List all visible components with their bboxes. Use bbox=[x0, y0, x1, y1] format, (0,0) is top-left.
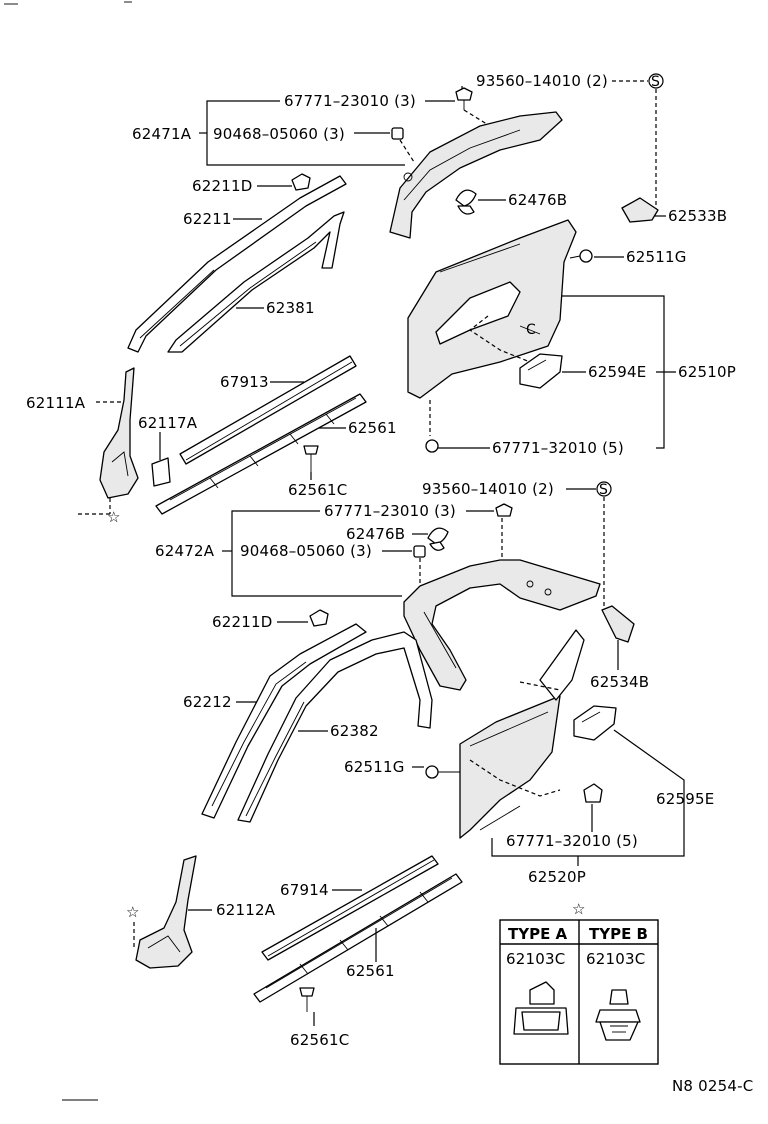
screw-icon-62511G-bot bbox=[425, 765, 460, 779]
label-62211D-bot: 62211D bbox=[212, 613, 272, 631]
label-62594E: 62594E bbox=[588, 363, 646, 381]
label-62382: 62382 bbox=[330, 722, 379, 740]
type-table: TYPE A TYPE B 62103C 62103C bbox=[499, 919, 659, 1065]
weatherstrip-62381 bbox=[167, 211, 345, 353]
pad-62117A bbox=[151, 457, 171, 487]
svg-text:C: C bbox=[526, 322, 536, 338]
screw-icon-62561C-top bbox=[303, 445, 319, 472]
label-62595E: 62595E bbox=[656, 790, 714, 808]
label-67771-23010-bot: 67771–23010 (3) bbox=[324, 502, 456, 520]
circled-s-icon-top: S bbox=[648, 73, 664, 90]
label-67913: 67913 bbox=[220, 373, 269, 391]
nut-icon-90468-bot bbox=[413, 545, 426, 558]
label-67771-32010-top: 67771–32010 (5) bbox=[492, 439, 624, 457]
label-62561-bot: 62561 bbox=[346, 962, 395, 980]
label-62510P: 62510P bbox=[678, 363, 736, 381]
table-header-type-a: TYPE A bbox=[508, 925, 568, 943]
label-62211: 62211 bbox=[183, 210, 232, 228]
diagram-code: N8 0254-C bbox=[672, 1077, 753, 1095]
pillar-garnish-62111A bbox=[99, 367, 139, 499]
label-93560-14010-bot: 93560–14010 (2) bbox=[422, 480, 554, 498]
label-62211D-top: 62211D bbox=[192, 177, 252, 195]
svg-text:S: S bbox=[599, 482, 608, 498]
scuff-plate-62561-top bbox=[155, 393, 367, 515]
label-90468-05060-bot: 90468–05060 (3) bbox=[240, 542, 372, 560]
cover-62534B bbox=[601, 605, 635, 643]
label-67914: 67914 bbox=[280, 881, 329, 899]
label-62534B: 62534B bbox=[590, 673, 649, 691]
label-62511G-top: 62511G bbox=[626, 248, 687, 266]
label-62381: 62381 bbox=[266, 299, 315, 317]
label-62471A: 62471A bbox=[132, 125, 192, 143]
table-part-type-a: 62103C bbox=[506, 950, 565, 968]
label-62561-top: 62561 bbox=[348, 419, 397, 437]
screw-icon-62561C-bot bbox=[299, 987, 315, 1012]
clip-type-b-icon bbox=[595, 989, 641, 1041]
pocket-62595E bbox=[573, 705, 617, 741]
quarter-trim-panel-bot bbox=[459, 695, 561, 839]
clip-icon-67771-32010-top bbox=[425, 439, 439, 453]
label-62520P: 62520P bbox=[528, 868, 586, 886]
label-67771-32010-bot: 67771–32010 (5) bbox=[506, 832, 638, 850]
label-62476B-top: 62476B bbox=[508, 191, 567, 209]
label-62117A: 62117A bbox=[138, 414, 198, 432]
clip-type-a-icon bbox=[513, 981, 569, 1035]
hook-icon-62476B-top bbox=[455, 189, 477, 215]
star-icon-bot: ☆ bbox=[126, 903, 140, 921]
label-62112A: 62112A bbox=[216, 901, 276, 919]
nut-icon-90468-top bbox=[391, 127, 404, 140]
circled-s-icon-bot: S bbox=[596, 481, 612, 498]
scuff-plate-67913 bbox=[179, 355, 357, 465]
star-icon-top: ☆ bbox=[107, 508, 121, 526]
table-header-type-b: TYPE B bbox=[589, 925, 648, 943]
quarter-pillar-garnish-top bbox=[389, 111, 563, 239]
clip-icon-62211D-top bbox=[291, 173, 311, 191]
label-62111A: 62111A bbox=[26, 394, 86, 412]
roof-side-rail-62211 bbox=[127, 175, 347, 353]
star-icon-table: ☆ bbox=[572, 900, 586, 918]
label-62511G-bot: 62511G bbox=[344, 758, 405, 776]
pillar-garnish-62112A bbox=[135, 855, 197, 969]
weatherstrip-62382 bbox=[237, 631, 433, 823]
clip-icon-67771-top bbox=[455, 87, 473, 110]
label-62561C-bot: 62561C bbox=[290, 1031, 349, 1049]
clip-icon-67771-bot bbox=[495, 503, 513, 517]
roof-side-rail-62212 bbox=[201, 623, 367, 819]
label-62561C-top: 62561C bbox=[288, 481, 347, 499]
screw-icon-62511G-top bbox=[569, 249, 593, 263]
cover-62533B bbox=[621, 197, 659, 223]
clip-icon-67771-32010-bot bbox=[583, 783, 603, 803]
label-62533B: 62533B bbox=[668, 207, 727, 225]
svg-text:S: S bbox=[651, 74, 660, 90]
scuff-plate-62561-bot bbox=[253, 873, 463, 1003]
label-90468-05060-top: 90468–05060 (3) bbox=[213, 125, 345, 143]
label-93560-14010-top: 93560–14010 (2) bbox=[476, 72, 608, 90]
clip-icon-62211D-bot bbox=[309, 609, 329, 627]
label-67771-23010-top: 67771–23010 (3) bbox=[284, 92, 416, 110]
label-62472A: 62472A bbox=[155, 542, 215, 560]
table-part-type-b: 62103C bbox=[586, 950, 645, 968]
pocket-62594E bbox=[519, 353, 563, 389]
label-62476B-bot: 62476B bbox=[346, 525, 405, 543]
hook-icon-62476B-bot bbox=[427, 527, 449, 551]
label-62212: 62212 bbox=[183, 693, 232, 711]
